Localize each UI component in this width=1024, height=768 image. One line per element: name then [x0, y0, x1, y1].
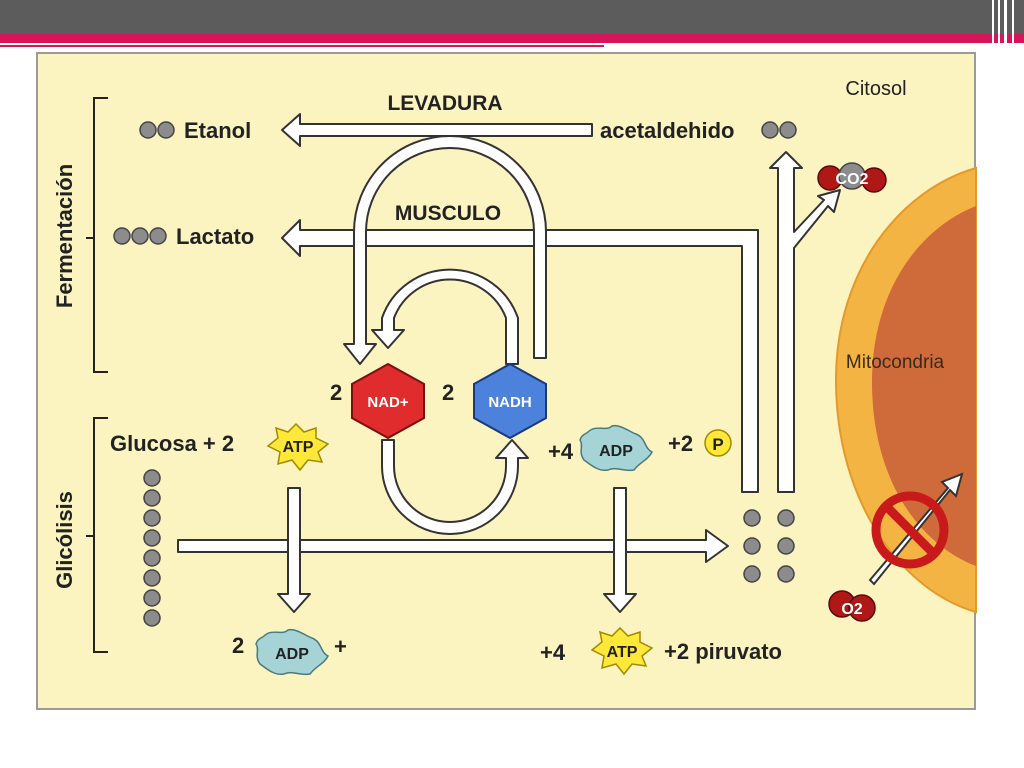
- levadura-regeneration-loop: [343, 135, 547, 365]
- lactato-label: Lactato: [176, 224, 254, 249]
- piruvato-label: +2 piruvato: [664, 639, 782, 664]
- mitocondria-label: Mitocondria: [846, 352, 945, 373]
- glicolisis-reduction-arrow: [381, 439, 529, 535]
- glicolisis-bracket: [86, 417, 108, 653]
- corner-decoration: [988, 0, 1024, 70]
- adp-in-burst: [579, 424, 654, 472]
- atp-consumption-arrow: [277, 487, 311, 613]
- citosol-label: Citosol: [845, 78, 906, 100]
- nadh-label: NADH: [488, 394, 531, 411]
- musculo-label: MUSCULO: [395, 202, 501, 225]
- nad-hexagon: [351, 362, 425, 440]
- piruvato-up-arrow: [769, 151, 841, 493]
- atp-production-arrow: [603, 487, 637, 613]
- adp-in-label: ADP: [599, 443, 633, 460]
- adp-in-coefficient: +4: [548, 439, 574, 464]
- glicolisis-main-arrow: [177, 529, 729, 563]
- phosphate-circle: [704, 429, 732, 457]
- adp-out-coefficient: 2: [232, 633, 244, 658]
- glucosa-label: Glucosa + 2: [110, 431, 234, 456]
- atp-out-burst: [590, 626, 654, 676]
- co2-label: CO2: [836, 171, 869, 188]
- musculo-regeneration-loop: [371, 268, 519, 365]
- atp-in-burst: [266, 422, 330, 472]
- lactato-molecule: [113, 227, 167, 245]
- levadura-arrow: [281, 113, 593, 147]
- atp-out-coefficient: +4: [540, 640, 566, 665]
- fermentacion-bracket: [86, 97, 108, 373]
- nad-coefficient: 2: [330, 380, 342, 405]
- piruvato-molecules: [743, 509, 795, 583]
- acetaldehido-molecule: [761, 121, 797, 139]
- adp-out-burst: [255, 628, 330, 676]
- o2-molecule: [828, 590, 876, 622]
- acetaldehido-label: acetaldehido: [600, 118, 734, 143]
- adp-out-label: ADP: [275, 646, 309, 663]
- co2-molecule: [817, 162, 887, 193]
- prohibited-icon: [871, 491, 949, 569]
- fermentacion-label: Fermentación: [52, 164, 77, 308]
- pi-coefficient: +2: [668, 431, 693, 456]
- nad-label: NAD+: [367, 394, 408, 411]
- levadura-label: LEVADURA: [387, 92, 502, 115]
- slide-accent-line: [0, 45, 604, 47]
- nadh-coefficient: 2: [442, 380, 454, 405]
- atp-out-label: ATP: [607, 644, 638, 661]
- pi-label: P: [712, 435, 723, 454]
- etanol-label: Etanol: [184, 118, 251, 143]
- etanol-molecule: [139, 121, 175, 139]
- slide-header-bar: [0, 0, 1024, 34]
- adp-out-plus: +: [334, 634, 347, 659]
- glicolisis-label: Glicólisis: [52, 491, 77, 589]
- o2-label: O2: [841, 601, 862, 618]
- atp-in-label: ATP: [283, 439, 314, 456]
- nadh-hexagon: [473, 362, 547, 440]
- musculo-arrow: [281, 219, 759, 493]
- glucosa-molecule: [143, 469, 161, 627]
- mitochondria-inner: [872, 206, 976, 566]
- slide-accent-bar: [0, 34, 1024, 43]
